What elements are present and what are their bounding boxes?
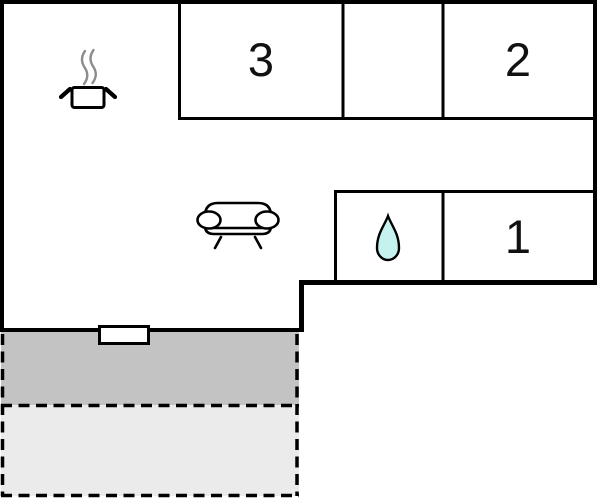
- wall-midrow-top: [334, 190, 597, 193]
- room-1-label: 1: [505, 210, 531, 263]
- steam-line-right: [89, 48, 97, 85]
- wall-outer-step: [299, 280, 304, 332]
- pot-handle-left: [58, 86, 73, 100]
- sofa-icon: [196, 201, 280, 250]
- room-3-label: 3: [248, 33, 274, 86]
- wall-outer-bottom-left: [0, 328, 304, 332]
- terrace-areas: [0, 332, 299, 498]
- wall-bathroom-room1: [441, 190, 445, 282]
- pot-body: [70, 86, 106, 109]
- wall-toprow-bottom: [178, 117, 597, 120]
- wall-bathroom-left: [334, 190, 337, 282]
- window-door-marker: [98, 325, 150, 345]
- cooking-pot-icon: [58, 48, 118, 109]
- sofa-legs: [213, 235, 263, 250]
- pot-handle-right: [103, 86, 118, 100]
- terrace-dashed-border: [0, 334, 299, 498]
- wall-outer-bottom-right: [299, 280, 597, 285]
- wall-room3-left: [178, 0, 181, 120]
- wall-outer-right: [593, 0, 597, 285]
- wall-outer-left: [0, 0, 4, 332]
- terrace-open-area: [1, 405, 299, 496]
- walls: [0, 0, 597, 332]
- room-2-label: 2: [505, 33, 531, 86]
- sofa-armrest-left: [196, 210, 222, 230]
- wall-room3-hall: [341, 0, 345, 120]
- wall-hall-room2: [441, 0, 445, 120]
- steam-line-left: [80, 49, 89, 86]
- wall-outer-top: [0, 0, 597, 4]
- steam-icon: [80, 48, 97, 86]
- pot-handles: [58, 86, 118, 100]
- water-drop-icon: [375, 212, 401, 262]
- sofa-armrest-right: [254, 210, 280, 230]
